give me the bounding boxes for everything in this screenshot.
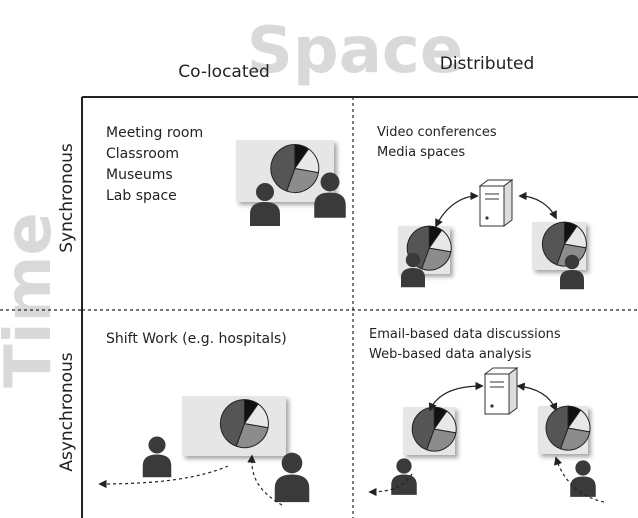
person-icon [401,252,425,288]
async-colocated-illustration [142,396,310,503]
person-icon [560,254,584,290]
pie-chart-icon [411,406,457,452]
pie-slice [219,399,245,447]
display-screen-icon [403,406,457,455]
async-distributed-illustration [391,367,596,497]
pie-chart-icon [545,405,591,451]
server-icon [483,367,519,415]
list-item: Museums [106,167,173,183]
pie-slice [270,144,296,192]
pie-slice [421,247,452,271]
list-item: Classroom [106,146,179,162]
server-icon [478,179,514,227]
async-colocated-left-path [98,465,229,489]
display-screen-icon [182,396,286,456]
list-item: Video conferences [377,125,497,140]
person-icon [391,458,417,495]
pie-chart-icon [406,225,452,271]
row-header-asynchronous: Asynchronous [57,352,77,471]
pie-slice [426,428,457,452]
list-item: Shift Work (e.g. hospitals) [106,331,287,347]
time-title: Time [0,212,66,388]
async-right-arrow [516,382,558,412]
async-left-arrow [428,381,484,412]
person-icon [142,436,172,478]
pie-slice [541,221,565,266]
pie-slice [235,423,269,449]
async-distributed-list: Email-based data discussions Web-based d… [369,327,561,362]
sync-left-arrow [435,191,479,228]
display-screen-icon [538,405,591,454]
column-header-colocated: Co-located [178,62,270,82]
async-colocated-right-path [247,454,283,506]
sync-right-arrow [518,191,557,220]
space-title: Space [247,14,463,88]
person-icon [314,172,346,218]
matrix-grid [0,96,638,518]
list-item: Lab space [106,188,177,204]
person-icon [274,452,310,503]
list-item: Meeting room [106,125,203,141]
sync-distributed-illustration [398,179,587,290]
list-item: Email-based data discussions [369,327,561,342]
pie-chart-icon [270,144,320,194]
person-icon [250,183,280,226]
sync-colocated-list: Meeting room Classroom Museums Lab space [106,125,203,204]
column-header-distributed: Distributed [440,54,535,74]
async-distributed-left-path [368,473,413,497]
display-screen-icon [236,140,334,202]
person-icon [570,460,596,497]
pie-slice [545,405,569,450]
pie-chart-icon [541,221,587,267]
row-header-synchronous: Synchronous [57,143,77,253]
list-item: Web-based data analysis [369,347,532,362]
pie-slice [559,427,591,451]
async-distributed-right-path [554,456,605,503]
arrows [98,191,605,506]
display-screen-icon [398,225,452,274]
pie-chart-icon [219,399,269,449]
illustrations [142,140,596,503]
sync-colocated-illustration [236,140,346,226]
async-colocated-list: Shift Work (e.g. hospitals) [106,331,287,347]
sync-distributed-list: Video conferences Media spaces [377,125,497,160]
pie-slice [285,167,320,194]
list-item: Media spaces [377,145,465,160]
